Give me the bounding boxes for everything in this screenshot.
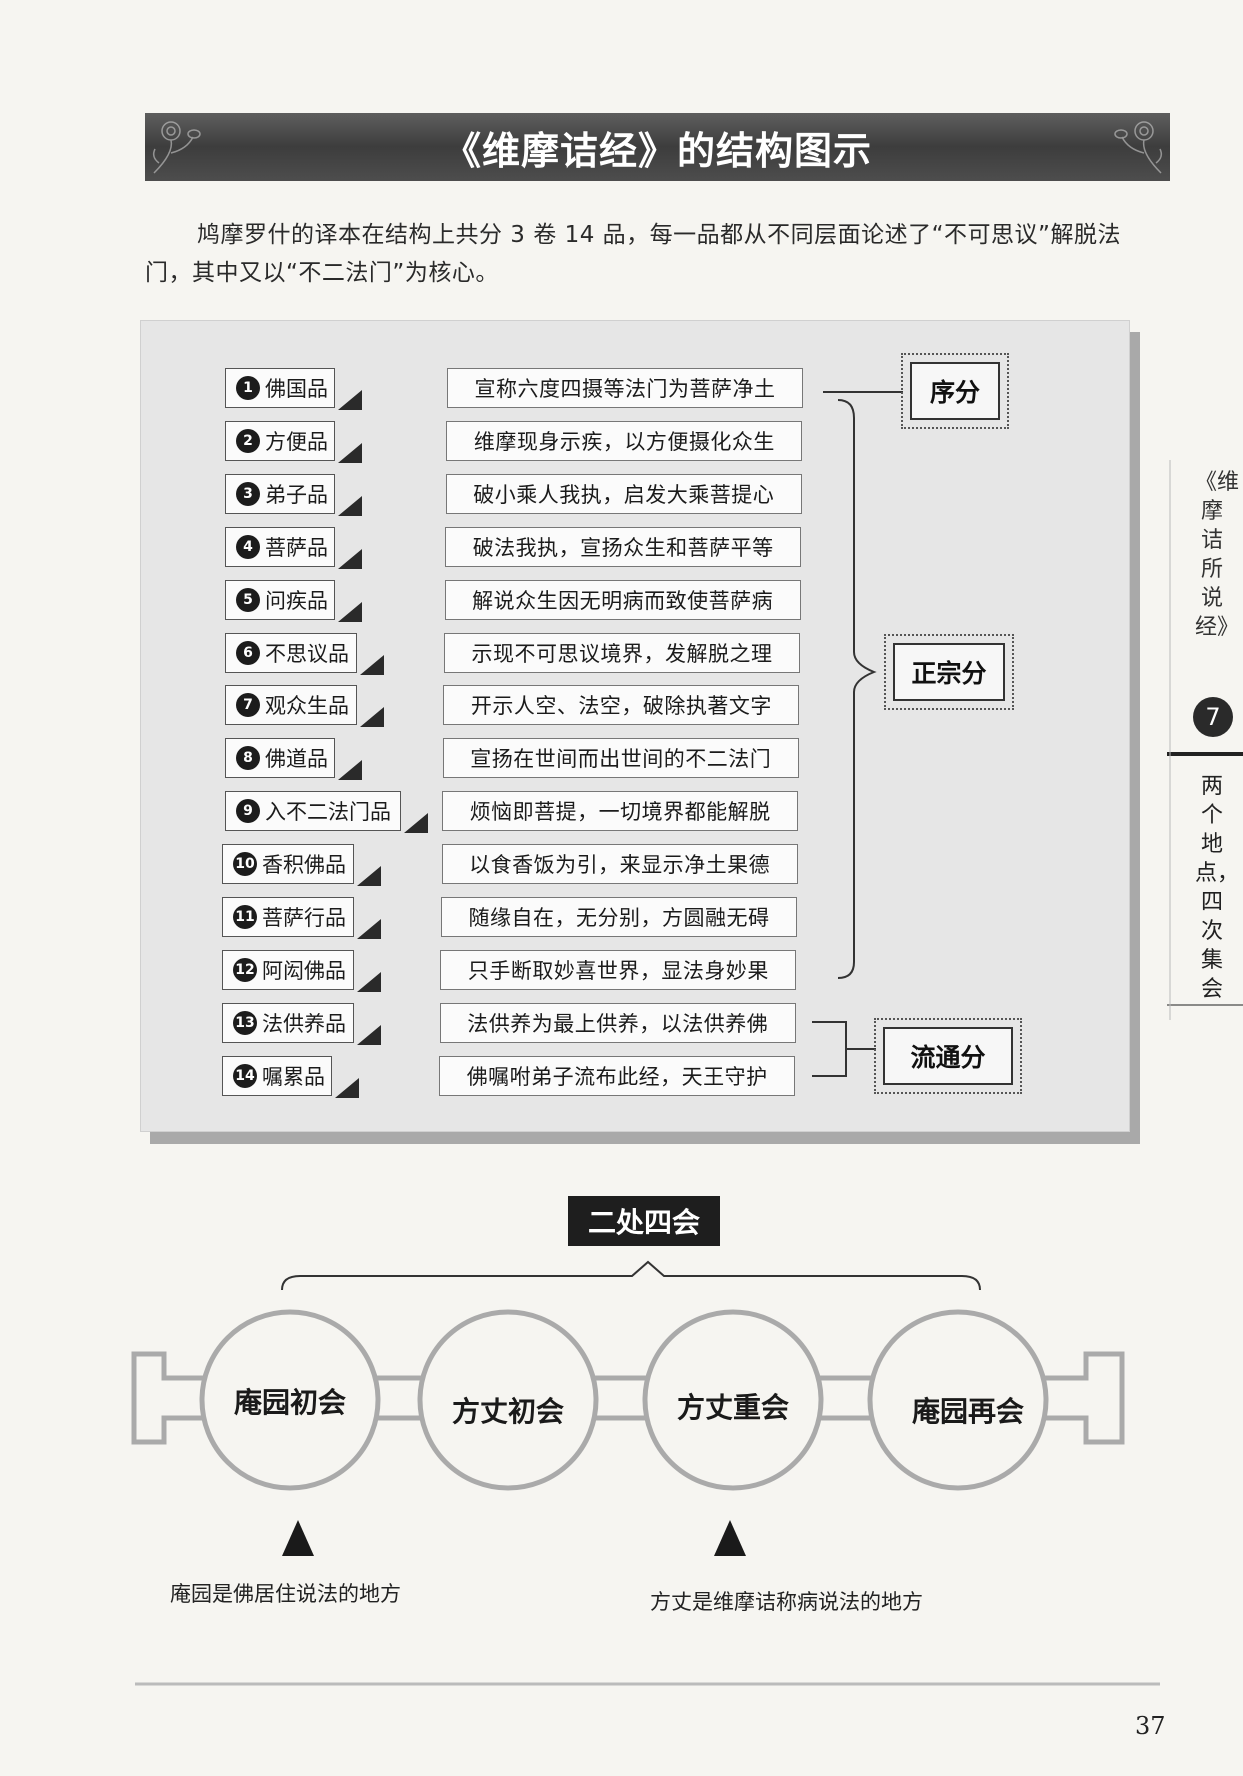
chapter-number-badge: 4 [236, 534, 260, 559]
corner-triangle-icon [357, 1024, 381, 1045]
chapter-number-badge: 14 [233, 1063, 257, 1088]
chapter-description: 破法我执，宣扬众生和菩萨平等 [445, 526, 802, 567]
chapter-description: 随缘自在，无分别，方圆融无碍 [441, 897, 797, 937]
section-circulation: 流通分 [874, 1018, 1022, 1094]
chapter-description: 示现不可思议境界，发解脱之理 [444, 632, 800, 673]
intro-paragraph: 鸠摩罗什的译本在结构上共分 3 卷 14 品，每一品都从不同层面论述了“不可思议… [145, 222, 1121, 286]
assembly-item: 方丈重会 [676, 1391, 789, 1424]
chapter-name: 法供养品 [262, 1011, 346, 1036]
section-preface: 序分 [901, 353, 1009, 429]
chapter-number-badge: 9 [236, 799, 260, 824]
floral-ornament-icon [1114, 121, 1163, 174]
corner-triangle-icon [404, 813, 428, 834]
chapter-description: 维摩现身示疾，以方便摄化众生 [446, 420, 803, 461]
corner-triangle-icon [338, 442, 362, 463]
chapter-name: 问疾品 [265, 588, 328, 613]
chapter-description: 法供养为最上供养，以法供养佛 [439, 1002, 796, 1043]
chapter-name: 香积佛品 [262, 853, 346, 878]
chapter-number-badge: 12 [233, 957, 257, 982]
chapter-name: 阿闳佛品 [262, 958, 346, 983]
section-main-label: 正宗分 [893, 643, 1005, 701]
corner-triangle-icon [335, 1077, 359, 1098]
assembly-note: 庵园是佛居住说法的地方 [170, 1582, 401, 1606]
assembly-note: 方丈是维摩诘称病说法的地方 [650, 1590, 923, 1614]
chapter-number-badge: 1 [236, 376, 260, 400]
assembly-item: 庵园再会 [911, 1395, 1024, 1428]
page-number: 37 [1135, 1712, 1166, 1740]
chapter-number-badge: 10 [233, 852, 257, 877]
arrow-up-icon [282, 1520, 314, 1556]
chapter-number-badge: 13 [233, 1010, 257, 1035]
chapter-name: 入不二法门品 [265, 800, 391, 825]
chapter-description: 破小乘人我执，启发大乘菩提心 [445, 473, 802, 514]
chapter-number-badge: 3 [236, 481, 260, 506]
chapter-name: 佛道品 [265, 747, 328, 772]
title-banner: 《维摩诘经》的结构图示 [145, 113, 1170, 181]
side-tab [1167, 460, 1243, 1020]
chapter-number-badge: 8 [236, 746, 260, 771]
assembly-item: 庵园初会 [233, 1386, 346, 1419]
section-circulation-label: 流通分 [883, 1027, 1013, 1085]
chapter-name: 弟子品 [265, 482, 328, 507]
chapter-description: 解说众生因无明病而致使菩萨病 [444, 579, 801, 620]
chapter-number-badge: 7 [236, 693, 260, 718]
chapter-name: 菩萨行品 [262, 906, 346, 930]
corner-triangle-icon [360, 654, 384, 675]
chapter-number-badge: 6 [236, 640, 260, 665]
chapter-name: 佛国品 [265, 377, 328, 401]
corner-triangle-icon [338, 390, 362, 410]
chapter-number-badge: 2 [236, 428, 260, 453]
section-preface-label: 序分 [910, 362, 1000, 420]
chapter-description: 开示人空、法空，破除执著文字 [443, 685, 800, 726]
corner-triangle-icon [357, 919, 381, 939]
side-chapter-number: 7 [1193, 697, 1233, 737]
arrow-up-icon [714, 1520, 746, 1556]
corner-triangle-icon [338, 495, 362, 516]
chapter-name: 不思议品 [265, 641, 349, 666]
floral-ornament-icon [152, 121, 201, 174]
chapter-number-badge: 5 [236, 587, 260, 612]
corner-triangle-icon [360, 707, 384, 728]
corner-triangle-icon [338, 548, 362, 569]
side-chapter-title: 两个地点，四次集会 [1195, 774, 1240, 1002]
chapter-name: 菩萨品 [265, 535, 328, 560]
assembly-heading: 二处四会 [568, 1196, 720, 1246]
chapter-number-badge: 11 [233, 905, 257, 929]
page-title: 《维摩诘经》的结构图示 [442, 128, 872, 173]
chapter-name: 方便品 [265, 429, 328, 454]
chapter-name: 观众生品 [265, 694, 349, 719]
corner-triangle-icon [357, 971, 381, 992]
chapter-description: 宣扬在世间而出世间的不二法门 [442, 738, 799, 779]
corner-triangle-icon [338, 760, 362, 781]
chapter-description: 烦恼即菩提，一切境界都能解脱 [442, 791, 799, 832]
chapter-description: 只手断取妙喜世界，显法身妙果 [440, 949, 797, 990]
chapter-description: 佛嘱咐弟子流布此经，天王守护 [439, 1055, 796, 1096]
corner-triangle-icon [338, 601, 362, 622]
corner-triangle-icon [357, 866, 381, 887]
side-book-title: 《维摩诘所说经》 [1195, 470, 1240, 640]
chapter-description: 以食香饭为引，来显示净土果德 [441, 844, 798, 885]
section-main: 正宗分 [884, 634, 1014, 710]
chapter-name: 嘱累品 [262, 1064, 325, 1089]
assembly-item: 方丈初会 [451, 1395, 564, 1428]
chapter-description: 宣称六度四摄等法门为菩萨净土 [447, 368, 803, 408]
